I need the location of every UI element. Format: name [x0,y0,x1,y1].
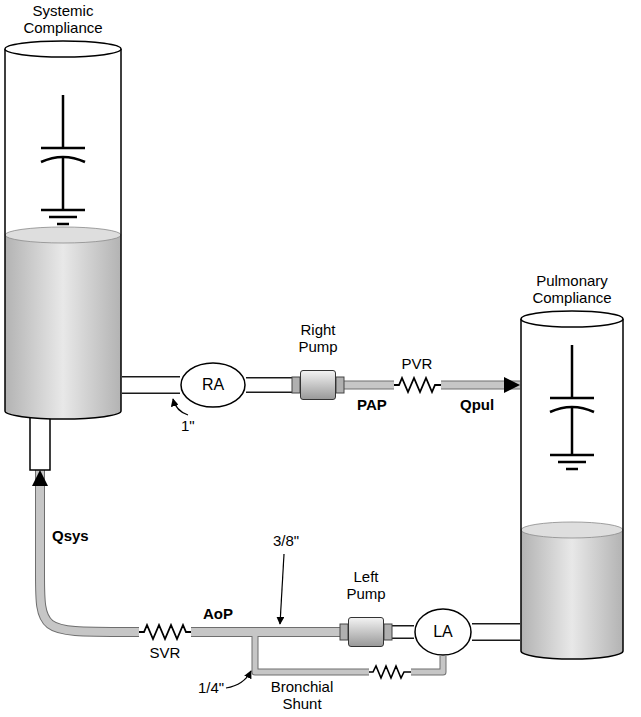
capacitor-lead [571,345,574,398]
atrium-ellipse: LA [414,608,472,656]
atrium-label: LA [433,623,453,641]
leader-line [173,399,188,415]
shunt-label: Bronchial Shunt [257,679,347,712]
tube-connector [40,470,348,632]
flow-label: Qpul [460,397,494,414]
dimension-label: 1" [181,418,195,435]
pump-label: Right Pump [293,322,343,355]
fluid-surface [521,522,623,538]
pump-label: Left Pump [341,569,391,602]
compliance-chamber: Pulmonary Compliance [520,310,624,660]
resistor-gap [139,624,191,640]
tube-outline [122,376,180,394]
tube-outline [40,470,348,632]
dimension-label: 3/8" [273,533,299,550]
atrium-ellipse: RA [180,362,246,408]
resistance-label: PVR [387,356,447,373]
resistor-symbol [394,378,441,392]
capacitor-symbol [41,95,85,224]
ground-symbol [550,455,594,469]
tube-outline [384,625,414,639]
shape-outline [520,310,624,660]
fluid-volume [5,235,121,419]
capacitor-plate [41,147,85,150]
capacitor-lead [62,157,65,210]
tube-connector [472,625,520,640]
shape-outline [4,40,122,470]
tube-connector [122,378,180,393]
leader-line [226,671,251,688]
tube-outline [246,377,300,393]
dimension-label: 1/4" [198,680,224,697]
ground-symbol [41,210,85,224]
chamber-label: Pulmonary Compliance [522,273,622,306]
chamber-top [521,311,623,327]
pump-flange [384,624,392,640]
compliance-chamber: Systemic Compliance [4,40,122,470]
pressure-label: PAP [357,397,387,414]
pump-box: Left Pump [348,617,384,647]
capacitor-lead [62,95,65,148]
resistor-symbol [369,666,411,678]
atrium-outline [415,609,471,655]
capacitor-symbol [550,345,594,469]
chamber-outline [5,49,121,419]
fluid-surface [5,227,121,243]
resistor-gap [394,377,441,393]
capacitor-lead [571,407,574,455]
chamber-top [5,41,121,57]
pump-box: Right Pump [300,370,336,400]
chamber-label: Systemic Compliance [13,3,113,36]
resistance-label: SVR [135,645,195,662]
pressure-label: AoP [203,606,233,623]
capacitor-plate [550,397,594,400]
fluid-volume [521,530,623,659]
pump-flange [336,377,344,393]
resistor-symbol [139,625,191,639]
tubes [40,385,520,672]
flow-label: Qsys [52,528,89,545]
atrium-label: RA [202,376,224,394]
tube-outlines [40,385,520,672]
pump-flange [292,377,300,393]
resistor-gap [369,666,411,678]
pump-flange [340,624,348,640]
chamber-outline [521,319,623,659]
atrium-outline [181,363,245,407]
leader-line [280,554,284,624]
tube-outline [472,623,520,641]
